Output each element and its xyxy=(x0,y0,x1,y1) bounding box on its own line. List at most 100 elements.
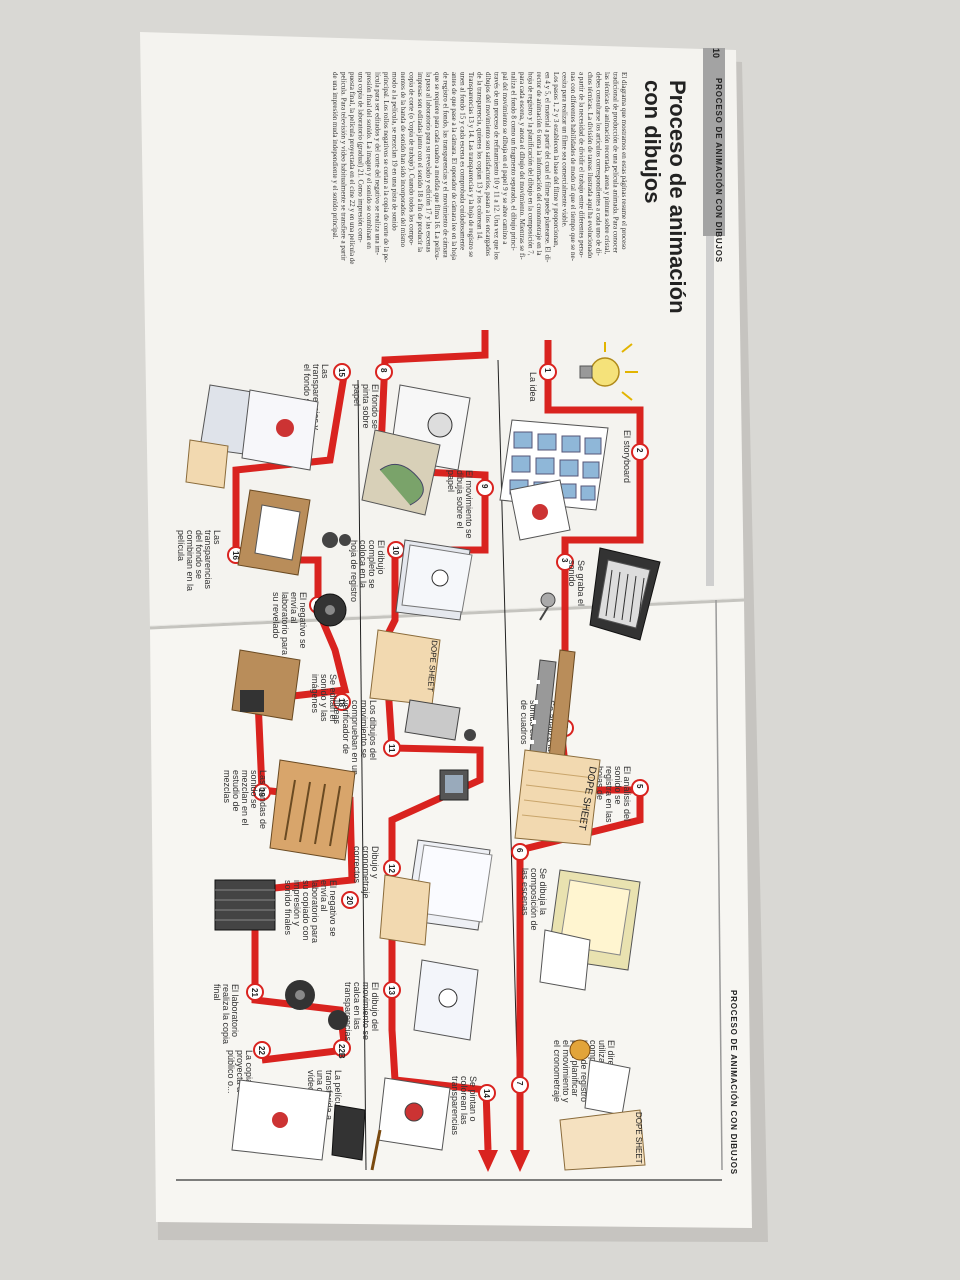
intro-line: la pasa al laboratorio para su revelado … xyxy=(425,72,433,253)
step-label-line: El negativo se xyxy=(298,592,308,649)
intro-line: de una impresión muda independiente y el… xyxy=(331,72,339,240)
intro-line: tradicional de producción de una películ… xyxy=(612,72,620,254)
step-label-line: registra en las xyxy=(604,766,614,823)
rostrum-camera xyxy=(237,489,351,576)
cel-stack xyxy=(379,839,493,946)
step-number: 16 xyxy=(231,551,240,560)
director-planning: DOPE SHEET xyxy=(559,1039,646,1171)
intro-line: nas con diferentes habilidades de modo t… xyxy=(569,72,577,262)
intro-line: en 4 y 5, el material a partir del cual … xyxy=(544,72,552,263)
step-label-line: Se dibuja la xyxy=(538,868,548,915)
intro-line: chos técnicas. La división de tareas ilu… xyxy=(586,72,594,259)
intro-line: de la transparencia, quienes los copian … xyxy=(476,72,484,240)
dope-sheet-stack: DOPE SHEET xyxy=(514,749,601,846)
header-left: PROCESO DE ANIMACIÓN CON DIBUJOS xyxy=(714,78,723,263)
intro-line: copia de corte (o 'copia de trabajo'). C… xyxy=(408,72,416,246)
step-label-line: sonido se xyxy=(249,770,259,809)
step-marker xyxy=(476,479,494,497)
page-title-line2: con dibujos xyxy=(640,80,665,203)
step-label-line: sonido se xyxy=(613,766,623,805)
step-label-line: cronometraje xyxy=(361,846,371,899)
page-title-line1: Proceso de animación xyxy=(665,80,690,314)
step-label-line: Se graba el xyxy=(576,560,586,606)
step-label-line: movimiento se xyxy=(359,700,369,758)
dope-sheet-label-7: DOPE SHEET xyxy=(634,1112,643,1164)
step-marker xyxy=(333,693,351,711)
step-label-line: película xyxy=(176,530,186,561)
step-label-line: su copiado con xyxy=(301,880,311,941)
step-label-line: Los dibujos del xyxy=(368,700,378,760)
step-label-line: El director xyxy=(606,1040,616,1081)
step-label-line: el fondo se unen xyxy=(302,364,312,431)
step-label-line: Las bandas de xyxy=(258,770,268,829)
step-label-line: movimiento se xyxy=(361,982,371,1040)
step-label-line: transparencias xyxy=(203,530,213,590)
step-label-line: el cronometraje xyxy=(552,1040,562,1102)
intro-line: antes de que pase a la cámara. El operad… xyxy=(450,72,458,261)
intro-line: unen al fondo 15 y cada escena es compro… xyxy=(459,72,467,250)
intro-line: El diagrama que mostramos en estas págin… xyxy=(620,72,628,250)
tracing-cels xyxy=(413,959,479,1041)
intro-line: modo a la película, se mezclan 19 en una… xyxy=(391,72,399,231)
step-label-line: hoja de registro xyxy=(349,540,359,602)
dope-sheet-label-10: DOPE SHEET xyxy=(426,640,439,692)
step-label: El storyboard xyxy=(622,430,632,483)
step-marker xyxy=(333,363,351,381)
step-label-line: sonido finales xyxy=(283,880,293,936)
step-label-line: impresión y xyxy=(292,880,302,927)
step-number: 18 xyxy=(337,698,346,707)
step-number: 15 xyxy=(337,368,346,377)
intro-line: dibujos del movimiento son satisfactorio… xyxy=(484,72,492,256)
step-label-line: envía al xyxy=(289,592,299,624)
intro-line: presión final del sonido. La imagen y el… xyxy=(365,72,373,249)
step-number: 5 xyxy=(635,784,644,789)
dope-sheet-10: DOPE SHEET xyxy=(369,629,441,706)
intro-line: a partir de la necesidad de dividir el t… xyxy=(578,72,586,258)
final-print-reels xyxy=(285,980,348,1030)
step-marker xyxy=(631,443,649,461)
step-label-line: coloca en la xyxy=(358,540,368,588)
step-label-line: público o... xyxy=(226,1050,236,1094)
step-label-line: transparencias xyxy=(450,1076,460,1136)
step-number: 3 xyxy=(560,558,569,563)
step-label-line: proyecta a xyxy=(235,1050,245,1092)
step-number: 20 xyxy=(345,896,354,905)
step-label-line: las escenas xyxy=(520,868,530,916)
step-number: 21 xyxy=(250,988,259,997)
step-number: 9 xyxy=(480,484,489,489)
intro-line: impresas son editadas junto con el sonid… xyxy=(416,72,424,253)
step-label-line: composición de xyxy=(529,868,539,931)
step-label-line: completo se xyxy=(367,540,377,589)
intro-paragraph: El diagrama que mostramos en estas págin… xyxy=(331,72,628,264)
step-label-line: pinta sobre xyxy=(361,384,371,429)
step-label-line: La idea xyxy=(528,372,538,402)
step-marker xyxy=(556,553,574,571)
step-label-line: comprueban en un xyxy=(350,700,360,775)
intro-line: rector de animación 6 toma la informació… xyxy=(535,72,543,256)
step-marker xyxy=(383,739,401,757)
step-label-line: El fondo se xyxy=(370,384,380,429)
step-label-line: Se pintan o xyxy=(468,1076,478,1122)
line-tester-camera xyxy=(404,699,476,801)
step-label-line: del fondo se xyxy=(194,530,204,579)
step-label-line: laboratorio para xyxy=(280,592,290,655)
step-label-line: La copia se xyxy=(244,1050,254,1096)
step-label-line: utiliza la xyxy=(597,1040,607,1073)
step-label-line: para planificar xyxy=(570,1040,580,1097)
step-label-line: realiza la copia xyxy=(221,984,231,1044)
intro-line: de registro el fondo, las transparencias… xyxy=(442,72,450,259)
row-divider-2 xyxy=(357,379,367,1171)
step-label-line: imágenes xyxy=(310,674,320,714)
intro-line: lícula para ser editados y del corte del… xyxy=(374,72,382,256)
step-label-line: colorean las xyxy=(459,1076,469,1125)
step-marker xyxy=(511,1076,529,1094)
step-number: 1 xyxy=(543,368,552,373)
step-label-line: mezclas xyxy=(222,770,232,804)
